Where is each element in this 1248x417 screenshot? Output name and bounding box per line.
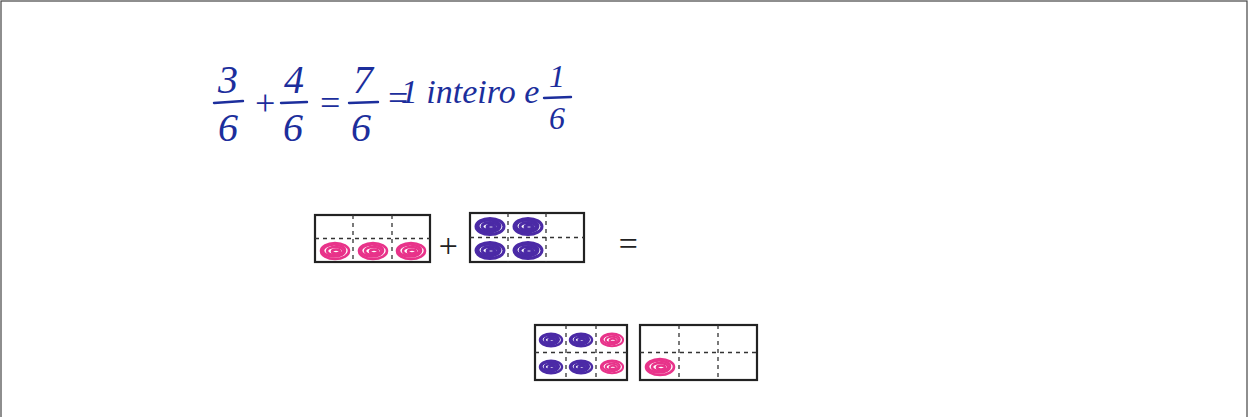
fraction-bar-4-6 (470, 213, 584, 262)
plus-sign: + (253, 85, 277, 121)
plus-sign: + (437, 229, 460, 263)
equals-sign: = (318, 85, 342, 121)
fraction-bar-1-6 (640, 325, 757, 380)
numerator: 1 (549, 60, 565, 92)
numerator: 7 (353, 60, 373, 100)
denominator: 6 (218, 108, 238, 148)
denominator: 6 (351, 108, 371, 148)
fraction-bar-whole (535, 325, 627, 380)
mixed-number-text: 1 inteiro e (401, 75, 540, 109)
numerator: 4 (284, 60, 304, 100)
denominator: 6 (549, 102, 565, 134)
fraction-bar-3-6 (315, 215, 430, 262)
denominator: 6 (283, 108, 303, 148)
equals-sign: = (617, 227, 640, 261)
numerator: 3 (218, 60, 238, 100)
